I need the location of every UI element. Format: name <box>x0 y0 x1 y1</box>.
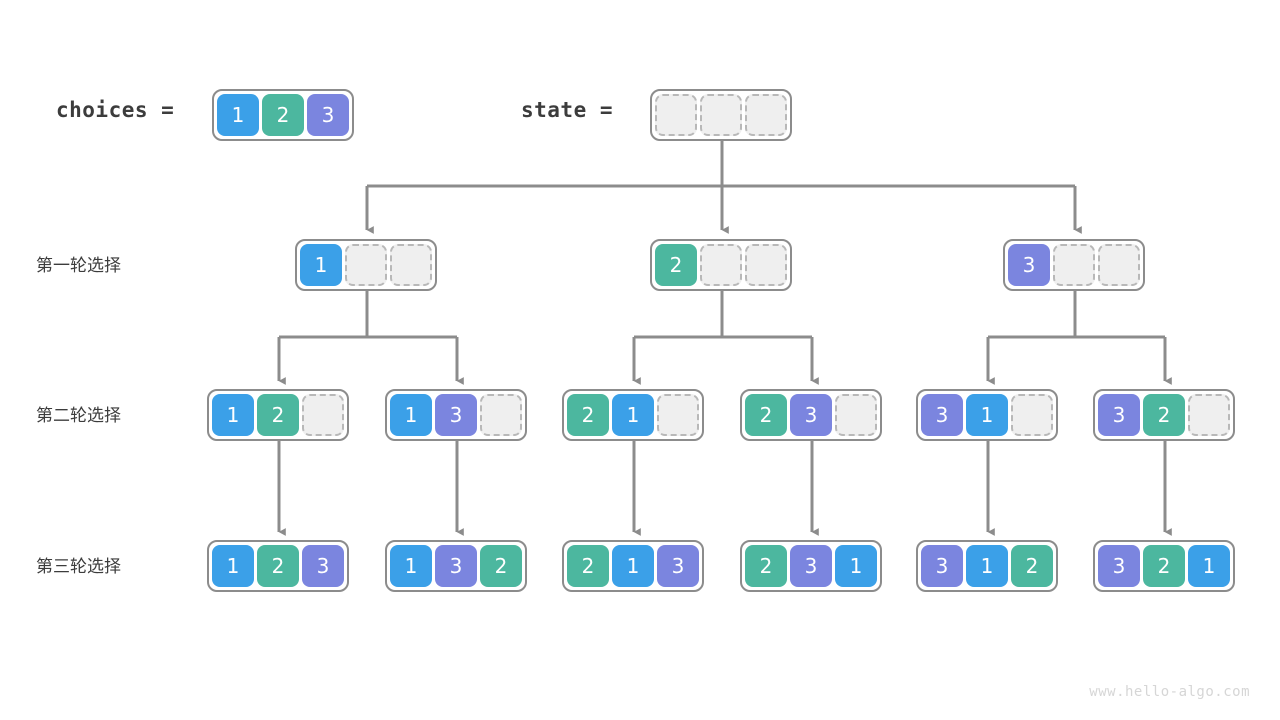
level3-2-cell-0: 2 <box>567 545 609 587</box>
level1-1-cell-0: 2 <box>655 244 697 286</box>
level3-1-cell-0: 1 <box>390 545 432 587</box>
state-cell-2 <box>745 94 787 136</box>
tree-node-level1-2: 3 <box>1003 239 1145 291</box>
level2-1-cell-2 <box>480 394 522 436</box>
watermark: www.hello-algo.com <box>1089 684 1250 700</box>
state-cell-0 <box>655 94 697 136</box>
level1-1-cell-2 <box>745 244 787 286</box>
level2-2-cell-2 <box>657 394 699 436</box>
level3-1-cell-1: 3 <box>435 545 477 587</box>
level1-0-cell-1 <box>345 244 387 286</box>
level2-1-cell-0: 1 <box>390 394 432 436</box>
level3-5-cell-2: 1 <box>1188 545 1230 587</box>
row-label-round-2: 第二轮选择 <box>36 406 121 426</box>
level2-5-cell-2 <box>1188 394 1230 436</box>
level2-1-cell-1: 3 <box>435 394 477 436</box>
choices-cell-1: 2 <box>262 94 304 136</box>
level1-2-cell-1 <box>1053 244 1095 286</box>
level3-5-cell-0: 3 <box>1098 545 1140 587</box>
state-array <box>650 89 792 141</box>
tree-node-level1-0: 1 <box>295 239 437 291</box>
level2-5-cell-0: 3 <box>1098 394 1140 436</box>
level3-3-cell-0: 2 <box>745 545 787 587</box>
level2-4-cell-2 <box>1011 394 1053 436</box>
level1-1-cell-1 <box>700 244 742 286</box>
level3-4-cell-2: 2 <box>1011 545 1053 587</box>
level3-4-cell-1: 1 <box>966 545 1008 587</box>
level3-0-cell-0: 1 <box>212 545 254 587</box>
level3-4-cell-0: 3 <box>921 545 963 587</box>
level2-0-cell-0: 1 <box>212 394 254 436</box>
level1-2-cell-2 <box>1098 244 1140 286</box>
tree-node-level1-1: 2 <box>650 239 792 291</box>
level2-0-cell-1: 2 <box>257 394 299 436</box>
level3-2-cell-2: 3 <box>657 545 699 587</box>
level2-2-cell-0: 2 <box>567 394 609 436</box>
level2-5-cell-1: 2 <box>1143 394 1185 436</box>
level1-0-cell-2 <box>390 244 432 286</box>
level3-1-cell-2: 2 <box>480 545 522 587</box>
choices-cell-0: 1 <box>217 94 259 136</box>
level3-0-cell-2: 3 <box>302 545 344 587</box>
state-cell-1 <box>700 94 742 136</box>
level3-3-cell-1: 3 <box>790 545 832 587</box>
level1-2-cell-0: 3 <box>1008 244 1050 286</box>
level2-4-cell-0: 3 <box>921 394 963 436</box>
level2-3-cell-2 <box>835 394 877 436</box>
level3-3-cell-2: 1 <box>835 545 877 587</box>
choices-label: choices = <box>56 98 175 122</box>
row-label-round-1: 第一轮选择 <box>36 256 121 276</box>
level2-0-cell-2 <box>302 394 344 436</box>
level2-3-cell-1: 3 <box>790 394 832 436</box>
level2-2-cell-1: 1 <box>612 394 654 436</box>
choices-cell-2: 3 <box>307 94 349 136</box>
level2-3-cell-0: 2 <box>745 394 787 436</box>
row-label-round-3: 第三轮选择 <box>36 557 121 577</box>
level3-5-cell-1: 2 <box>1143 545 1185 587</box>
level3-2-cell-1: 1 <box>612 545 654 587</box>
level2-4-cell-1: 1 <box>966 394 1008 436</box>
level1-0-cell-0: 1 <box>300 244 342 286</box>
state-label: state = <box>521 98 614 122</box>
level3-0-cell-1: 2 <box>257 545 299 587</box>
